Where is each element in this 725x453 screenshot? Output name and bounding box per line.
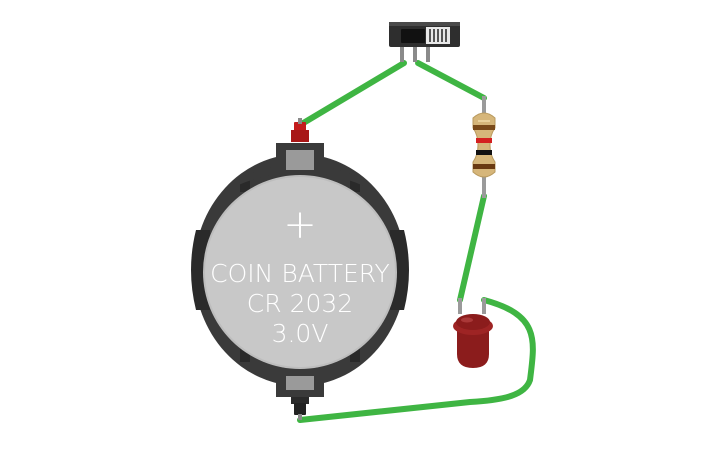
- resistor-band-2: [476, 138, 492, 143]
- resistor-band-4: [473, 164, 495, 169]
- led[interactable]: [453, 298, 493, 368]
- wire-resistor-to-led[interactable]: [457, 193, 487, 303]
- coin-cell: [203, 164, 397, 369]
- battery-label-line-2: CR 2032: [247, 289, 353, 318]
- coin-battery[interactable]: + COIN BATTERY CR 2032 3.0V: [191, 118, 409, 420]
- wire-switch-to-battery-positive[interactable]: [297, 60, 407, 128]
- battery-label-line-1: COIN BATTERY: [210, 259, 390, 288]
- wire-switch-to-resistor[interactable]: [415, 60, 487, 101]
- battery-label-line-3: 3.0V: [272, 319, 329, 348]
- battery-positive-terminal[interactable]: [291, 118, 309, 142]
- switch-knob[interactable]: [426, 27, 450, 44]
- wires: [297, 60, 536, 423]
- resistor-band-3: [476, 150, 492, 155]
- resistor-band-1: [473, 125, 495, 130]
- battery-plus-symbol: +: [283, 202, 317, 248]
- slide-switch[interactable]: [389, 22, 460, 62]
- wire-led-to-battery-negative[interactable]: [297, 297, 536, 423]
- resistor[interactable]: [472, 96, 496, 198]
